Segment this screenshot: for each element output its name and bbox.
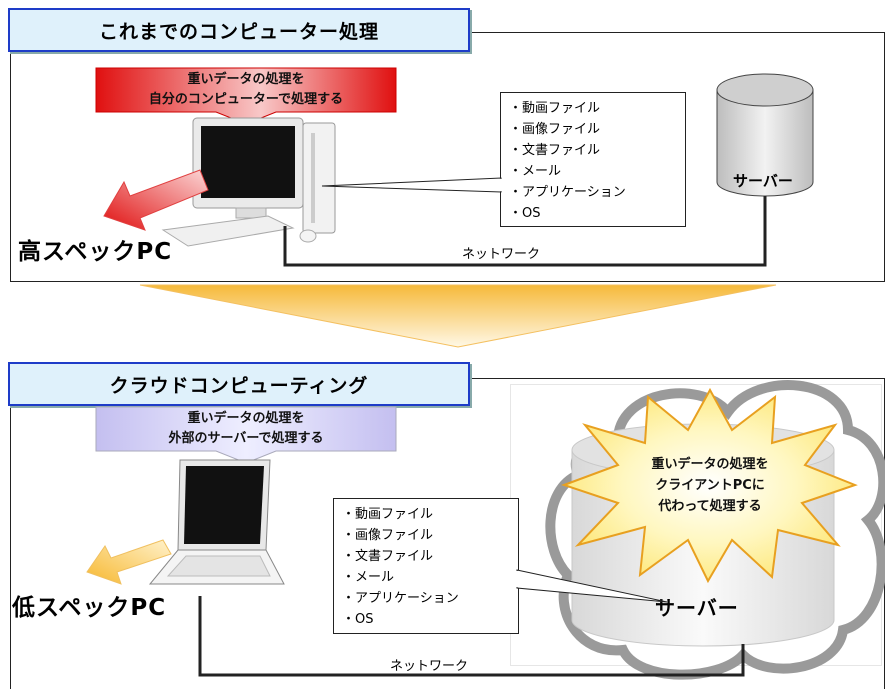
bottom-data-item: ・アプリケーション [342,591,459,606]
bottom-callout-text: 重いデータの処理を 外部のサーバーで処理する [96,407,396,451]
bottom-title: クラウドコンピューティング [109,374,369,397]
bottom-data-item: ・文書ファイル [342,549,434,564]
bottom-data-item: ・画像ファイル [342,528,434,543]
burst-icon [560,387,858,584]
top-data-item: ・画像ファイル [509,122,601,137]
top-data-item: ・アプリケーション [509,185,626,200]
bottom-callout-line2: 外部のサーバーで処理する [168,431,324,446]
top-arrow-icon [103,169,209,231]
bottom-data-list: ・動画ファイル ・画像ファイル ・文書ファイル ・メール ・アプリケーション ・… [333,498,519,634]
burst-text: 重いデータの処理を クライアントPCに 代わって処理する [610,452,810,518]
top-data-item: ・メール [509,164,562,179]
bottom-server-label: サーバー [655,596,739,620]
top-callout-text: 重いデータの処理を 自分のコンピューターで処理する [96,68,396,112]
bottom-list-pointer [515,569,668,603]
burst-line3: 代わって処理する [658,498,762,514]
top-server-label: サーバー [733,172,793,190]
bottom-title-tab: クラウドコンピューティング [8,362,470,406]
top-data-item: ・OS [509,206,541,221]
top-data-item: ・文書ファイル [509,143,601,158]
top-title: これまでのコンピューター処理 [98,20,379,43]
laptop-icon [148,459,285,585]
bottom-network-label: ネットワーク [390,659,469,674]
bottom-data-item: ・OS [342,612,374,627]
bottom-data-item: ・動画ファイル [342,507,434,522]
top-callout-line1: 重いデータの処理を [187,72,305,87]
desktop-pc-icon [161,117,336,247]
blue-callout-shape [95,406,397,464]
high-spec-pc-label: 高スペックPC [18,239,173,265]
top-data-list: ・動画ファイル ・画像ファイル ・文書ファイル ・メール ・アプリケーション ・… [500,92,686,227]
top-callout-line2: 自分のコンピューターで処理する [148,92,344,107]
transition-arrow-icon [139,284,777,348]
bottom-callout-line1: 重いデータの処理を [187,411,305,426]
top-title-tab: これまでのコンピューター処理 [8,8,470,52]
burst-line2: クライアントPCに [655,477,765,493]
bottom-data-item: ・メール [342,570,395,585]
top-data-item: ・動画ファイル [509,101,601,116]
low-spec-pc-label: 低スペックPC [12,595,167,621]
top-server-icon [716,73,814,197]
top-list-pointer [321,177,502,193]
bottom-arrow-icon [86,539,172,585]
burst-line1: 重いデータの処理を [651,456,769,472]
top-network-label: ネットワーク [462,247,541,262]
